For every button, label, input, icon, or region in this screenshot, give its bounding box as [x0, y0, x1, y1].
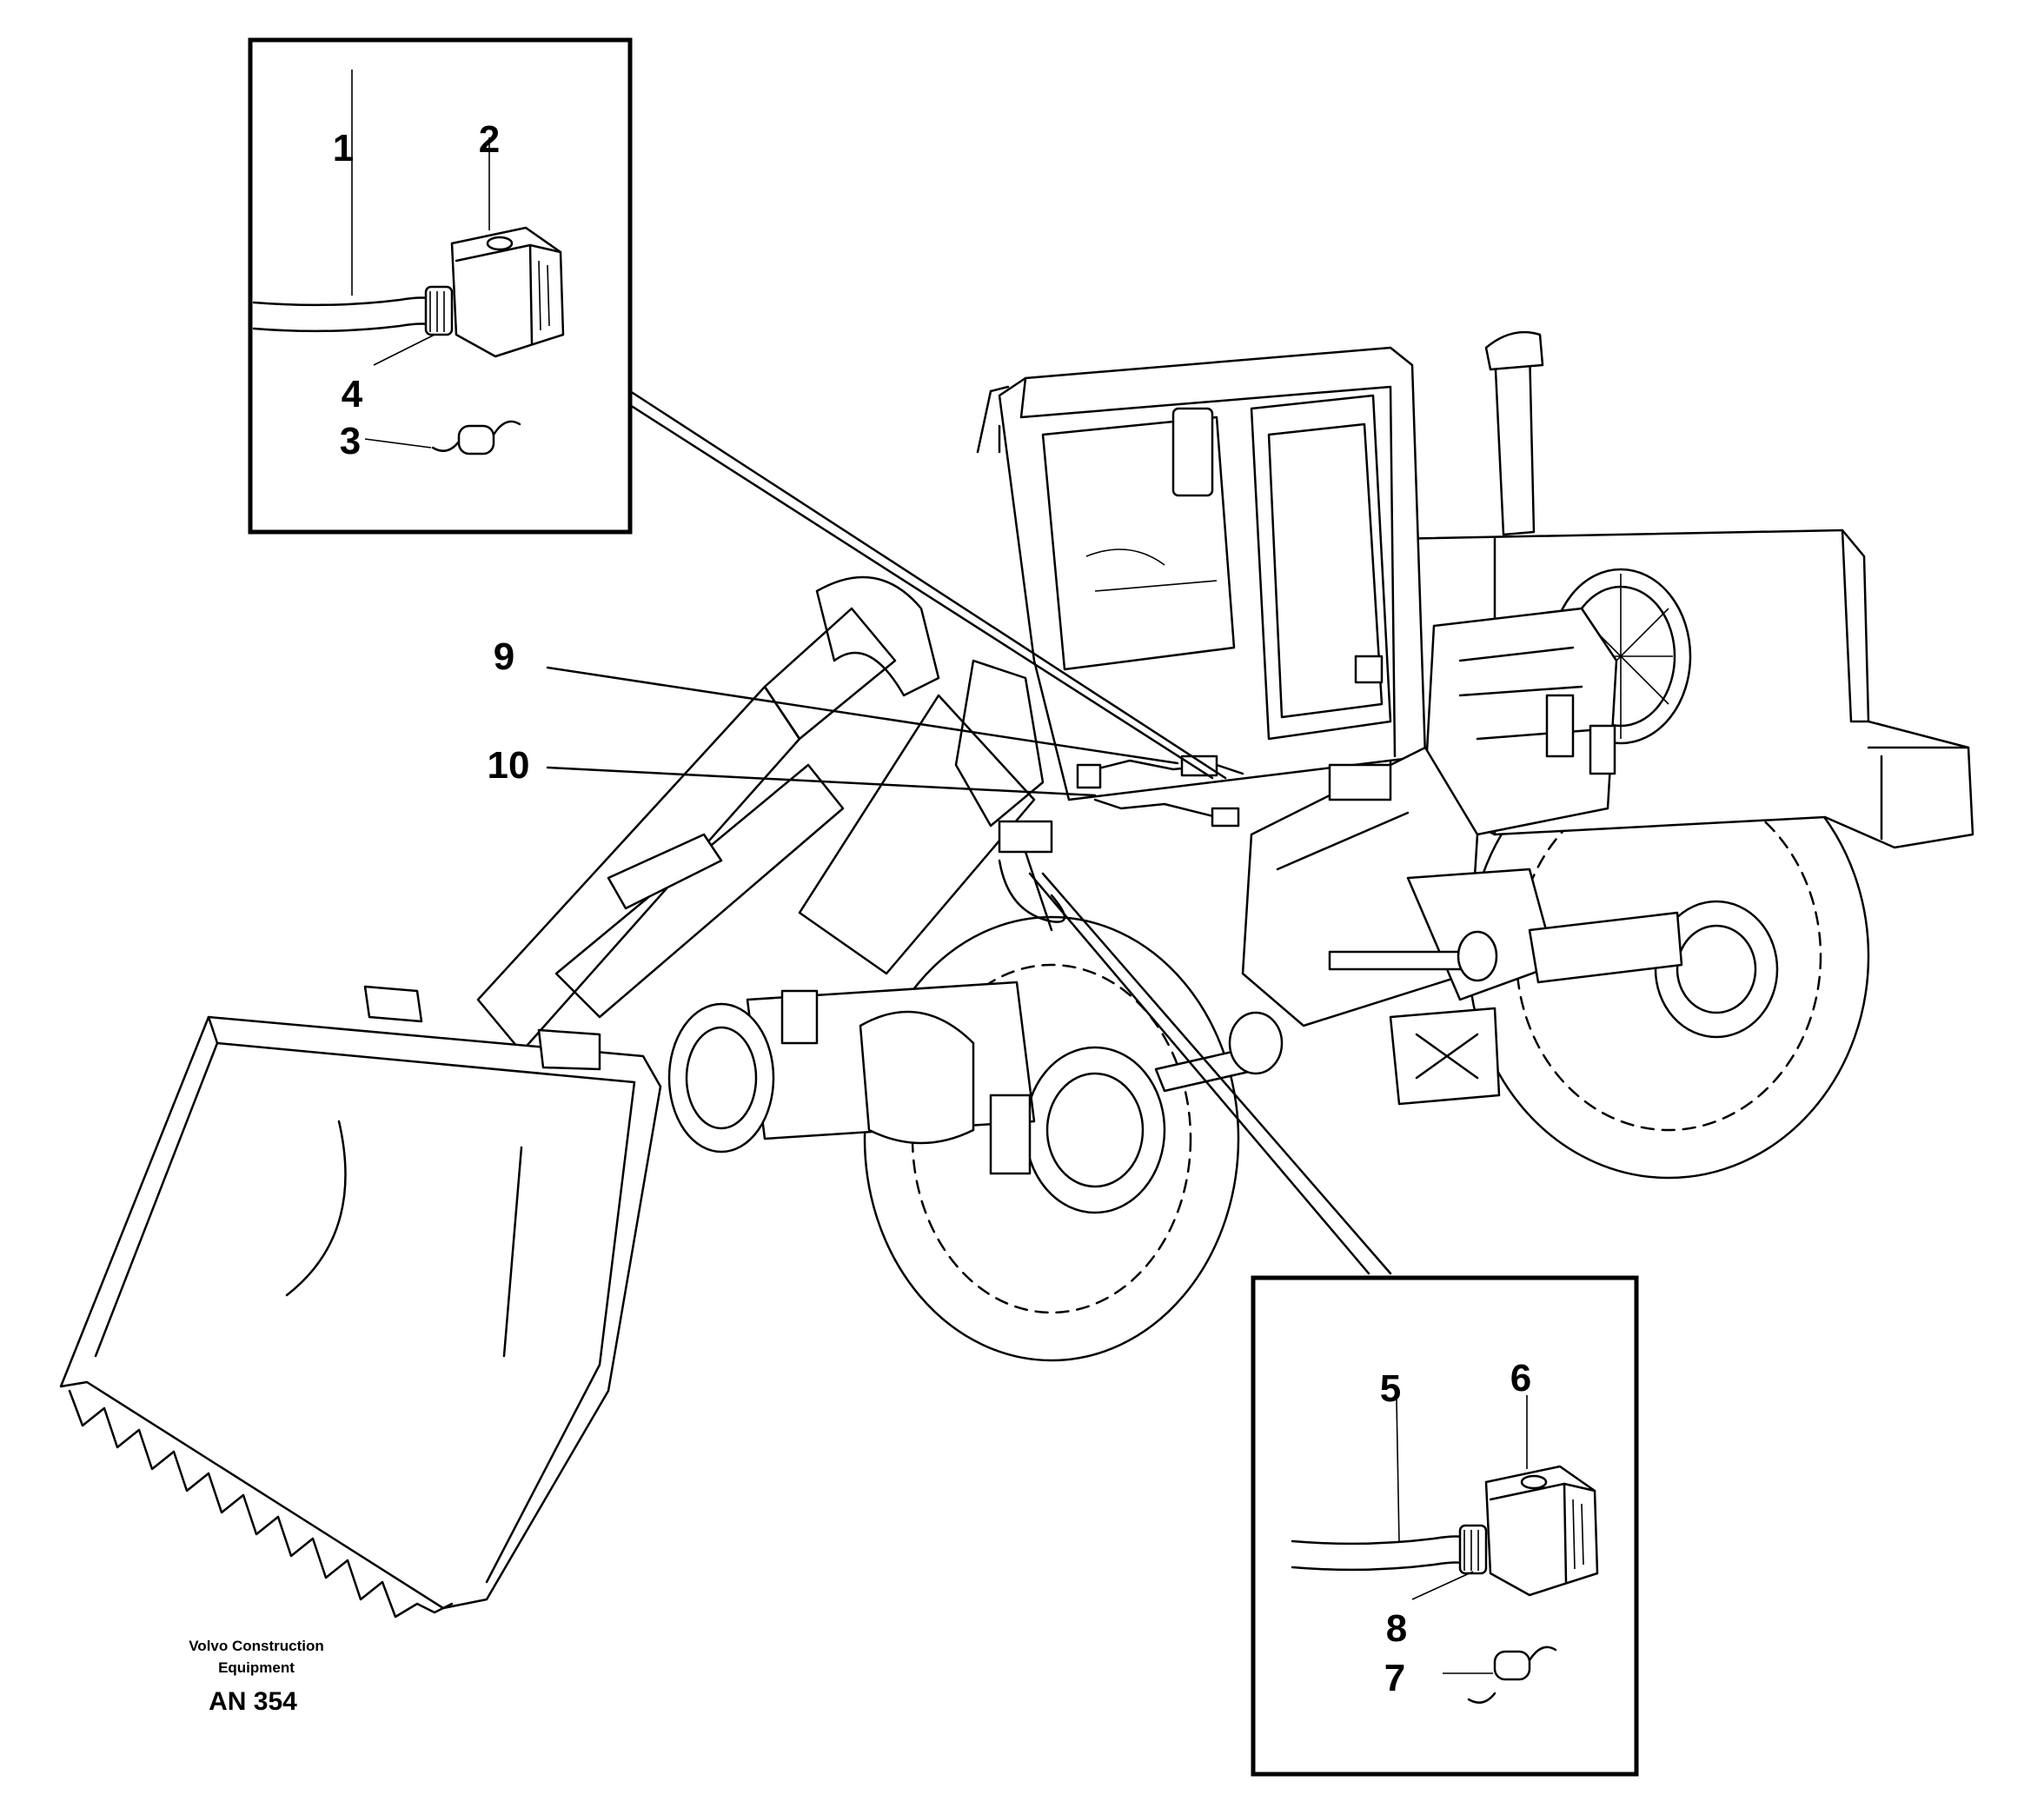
callout-6: 6 [1510, 1357, 1531, 1399]
caption-drawing-code: AN 354 [209, 1687, 297, 1716]
lift-arms [476, 575, 1045, 1054]
callout-1: 1 [333, 127, 354, 170]
bucket [59, 985, 662, 1619]
sleeve-3-drawing [431, 420, 521, 455]
front-axle [667, 981, 1036, 1175]
leader-lines [546, 389, 1392, 1275]
callout-2: 2 [479, 118, 500, 161]
frame-and-axles [1154, 746, 1683, 1106]
leader-4 [373, 334, 435, 366]
connector-6-drawing [1484, 1465, 1599, 1597]
caption: Volvo Construction Equipment AN 354 [189, 1638, 324, 1716]
caption-company-line1: Volvo Construction [189, 1638, 324, 1654]
cab [976, 346, 1427, 801]
main-callouts: 9 10 [488, 635, 530, 787]
leader-3 [364, 438, 432, 449]
sleeve-7-drawing [1467, 1645, 1557, 1704]
callout-8: 8 [1386, 1607, 1407, 1650]
callout-3: 3 [340, 420, 361, 462]
connector-2-drawing [450, 226, 565, 358]
leader-8 [1411, 1571, 1474, 1600]
detail-box-2: 5 6 8 7 [1251, 1275, 1639, 1777]
wheel-loader-illustration [59, 330, 1974, 1619]
cable-1-drawing [252, 285, 454, 336]
detail-box-1: 1 2 4 3 [248, 37, 633, 535]
callout-5: 5 [1380, 1367, 1401, 1410]
harness-parts [998, 755, 1392, 932]
callout-10: 10 [488, 744, 530, 787]
callout-9: 9 [494, 635, 514, 678]
engine-hood [1389, 330, 1974, 849]
leader-5 [1396, 1399, 1400, 1544]
callout-4: 4 [342, 373, 363, 416]
callout-7: 7 [1384, 1657, 1405, 1699]
caption-company-line2: Equipment [218, 1659, 295, 1676]
cable-5-drawing [1291, 1524, 1488, 1575]
